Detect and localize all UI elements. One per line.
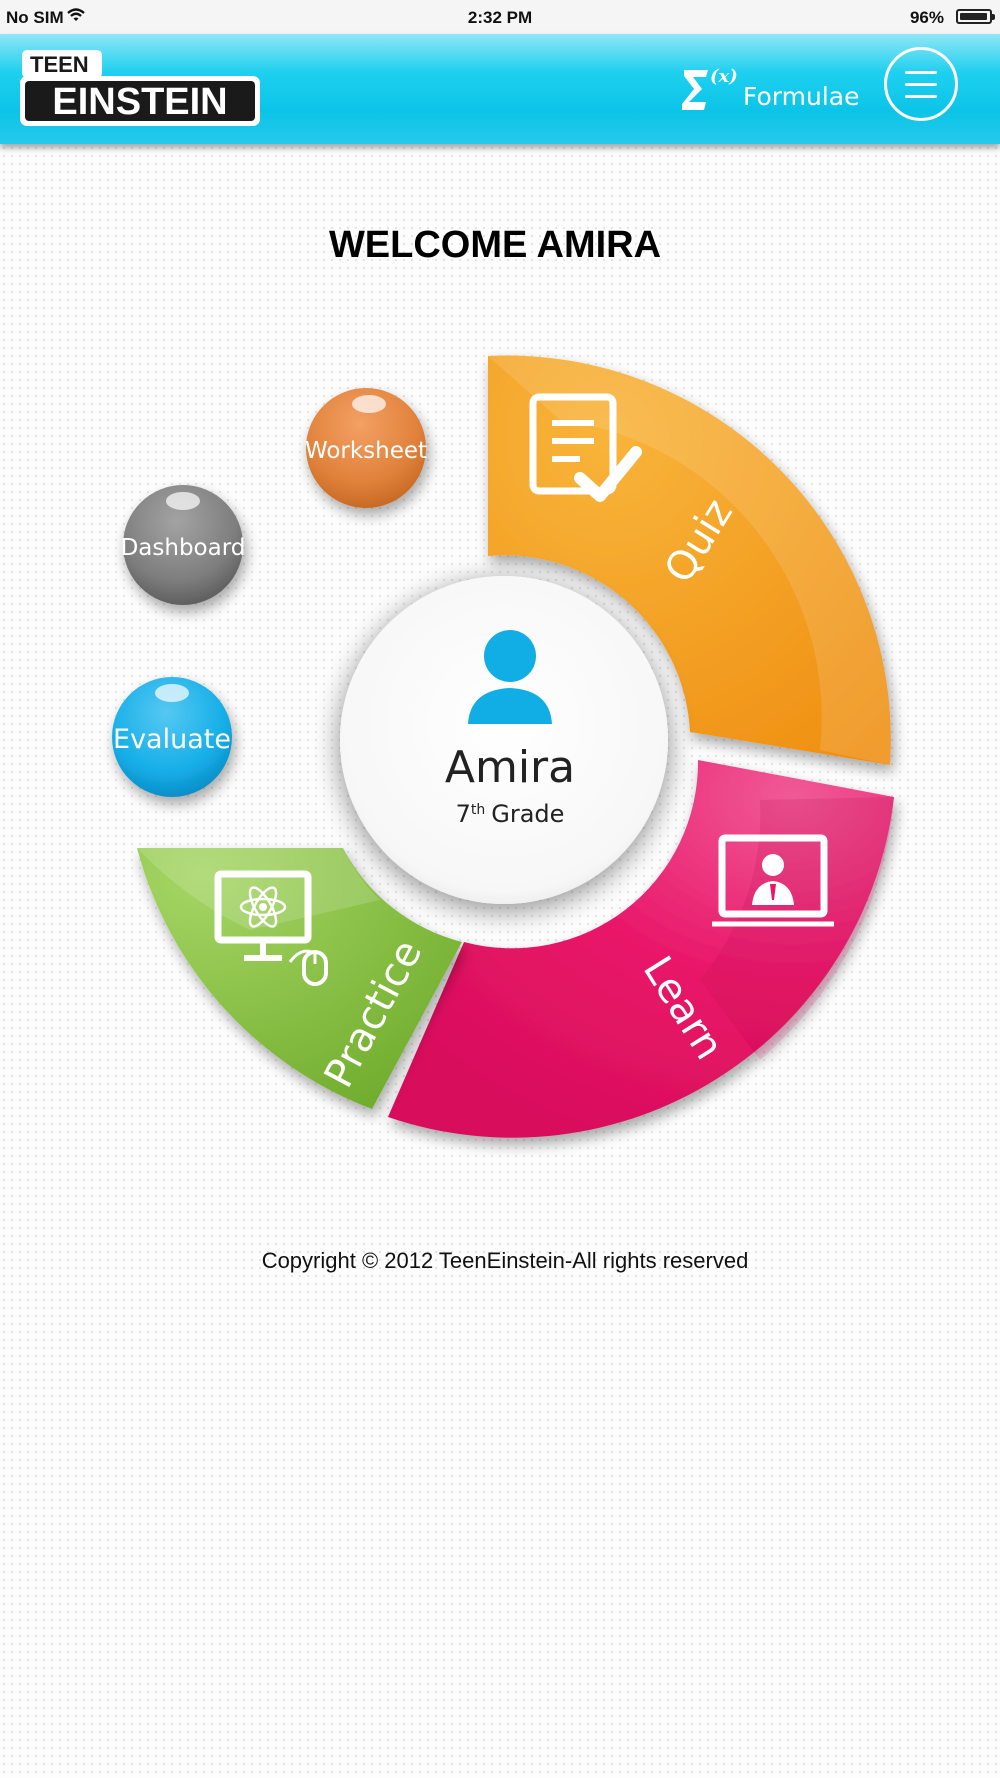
user-avatar-icon: [468, 630, 552, 724]
copyright-text: Copyright © 2012 TeenEinstein-All rights…: [261, 1248, 749, 1273]
menu-line-icon: [905, 83, 937, 86]
evaluate-button[interactable]: Evaluate: [112, 677, 232, 797]
battery-icon: [956, 9, 995, 24]
welcome-heading: WELCOME AMIRA: [328, 224, 662, 266]
atom-computer-icon: [214, 870, 328, 986]
svg-text:EINSTEIN: EINSTEIN: [52, 81, 227, 123]
status-time: 2:32 PM: [467, 8, 533, 27]
sigma-function-icon: (x): [682, 66, 738, 110]
teen-einstein-logo[interactable]: TEEN EINSTEIN: [20, 50, 260, 126]
worksheet-label: Worksheet: [305, 438, 427, 464]
svg-text:TEEN: TEEN: [30, 52, 89, 77]
dashboard-button[interactable]: Dashboard: [121, 485, 246, 605]
battery-percentage: 96%: [909, 8, 944, 27]
formulae-label: Formulae: [743, 82, 860, 111]
svg-text:(x): (x): [710, 66, 738, 87]
app-header: TEEN EINSTEIN (x) Formulae: [0, 34, 1000, 144]
quiz-document-icon: [529, 393, 642, 502]
dashboard-label: Dashboard: [121, 535, 246, 561]
carrier-label: No SIM: [6, 8, 64, 27]
worksheet-button[interactable]: Worksheet: [305, 388, 427, 508]
user-name: Amira: [445, 742, 575, 793]
practice-segment[interactable]: Practice: [137, 848, 462, 1109]
quiz-segment[interactable]: Quiz: [488, 355, 891, 765]
formulae-button[interactable]: (x) Formulae: [680, 58, 859, 118]
hamburger-menu-button[interactable]: [884, 47, 958, 121]
learn-segment[interactable]: Learn: [388, 760, 894, 1138]
menu-line-icon: [905, 71, 937, 74]
status-bar: No SIM 2:32 PM 96%: [0, 0, 1000, 35]
teacher-screen-icon: [712, 834, 834, 927]
menu-line-icon: [905, 95, 937, 98]
evaluate-label: Evaluate: [113, 724, 231, 755]
wifi-icon: [67, 8, 85, 21]
